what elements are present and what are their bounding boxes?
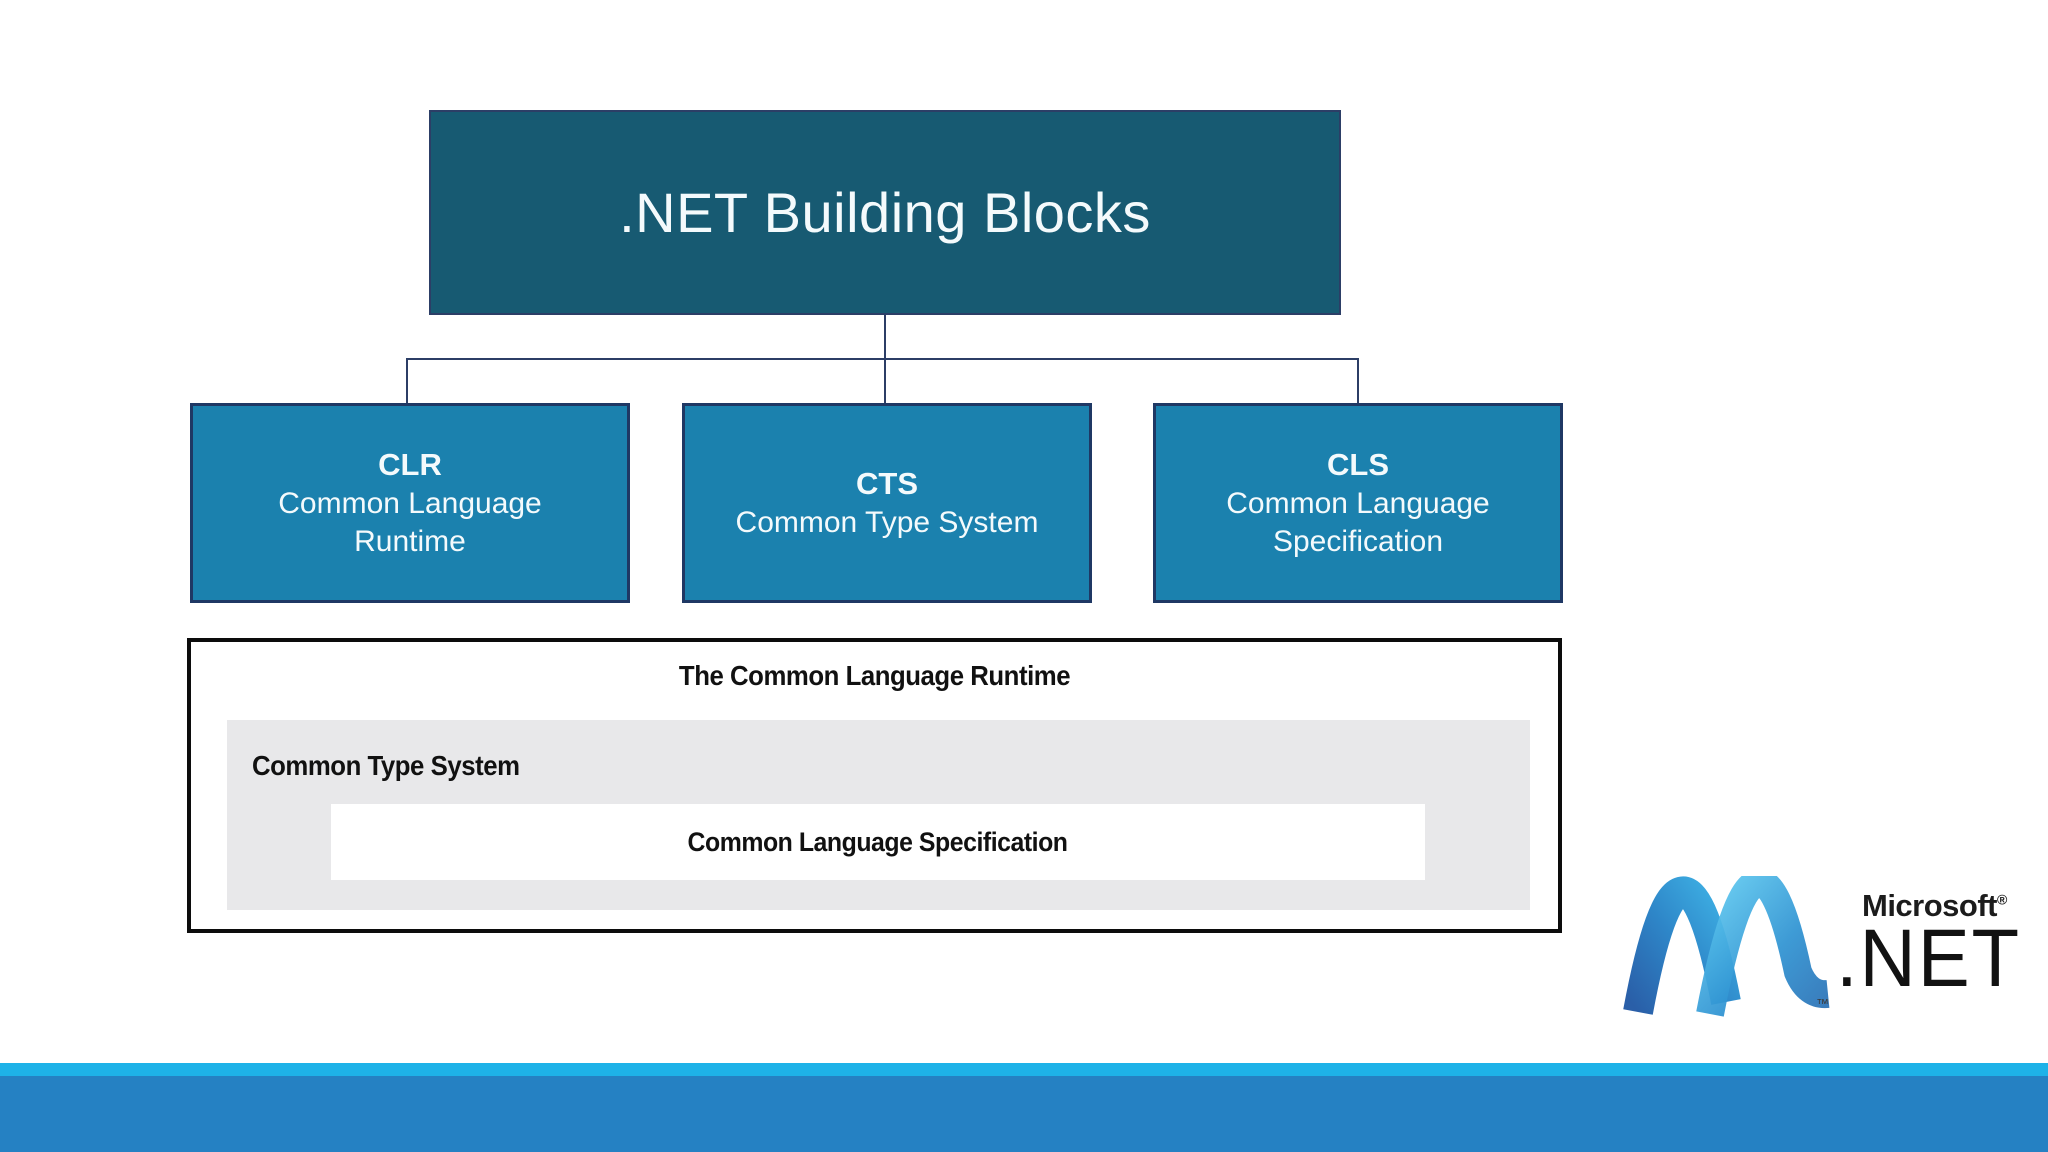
block-clr-name: Common Language Runtime [278, 487, 542, 558]
connector-line-drop-cts [884, 358, 886, 404]
block-clr: CLR Common Language Runtime [190, 403, 630, 603]
block-cts: CTS Common Type System [682, 403, 1092, 603]
cls-strip: Common Language Specification [331, 804, 1425, 880]
footer-accent-strip [0, 1063, 2048, 1076]
logo-brand-word: Microsoft [1862, 888, 1998, 923]
clr-diagram-frame: The Common Language Runtime Common Type … [187, 638, 1562, 933]
block-cls: CLS Common Language Specification [1153, 403, 1563, 603]
cls-strip-label: Common Language Specification [687, 826, 1068, 857]
net-building-blocks-box: .NET Building Blocks [429, 110, 1341, 315]
clr-diagram-title: The Common Language Runtime [678, 660, 1071, 691]
diagram-root-title: .NET Building Blocks [619, 181, 1151, 244]
connector-line-horizontal [406, 358, 1359, 360]
block-cls-name: Common Language Specification [1226, 487, 1490, 558]
footer-band [0, 1076, 2048, 1152]
logo-product-text: .NET [1836, 913, 2022, 1004]
microsoft-dotnet-logo: Microsoft® .NET ™ [1620, 872, 2048, 1022]
cts-area: Common Type System Common Language Speci… [227, 720, 1530, 910]
logo-brand-text: Microsoft® [1862, 888, 2007, 924]
block-cls-acronym: CLS [1327, 447, 1389, 482]
connector-line-drop-cls [1357, 358, 1359, 404]
block-clr-acronym: CLR [378, 447, 442, 482]
block-cts-name: Common Type System [735, 506, 1039, 539]
connector-line-root-drop [884, 315, 886, 359]
dotnet-swoosh-icon [1623, 876, 1830, 1017]
connector-line-drop-clr [406, 358, 408, 404]
block-cts-acronym: CTS [856, 466, 918, 501]
logo-registered-mark: ® [1997, 891, 2007, 908]
cts-area-label: Common Type System [252, 750, 520, 781]
logo-trademark-mark: ™ [1816, 996, 1829, 1011]
